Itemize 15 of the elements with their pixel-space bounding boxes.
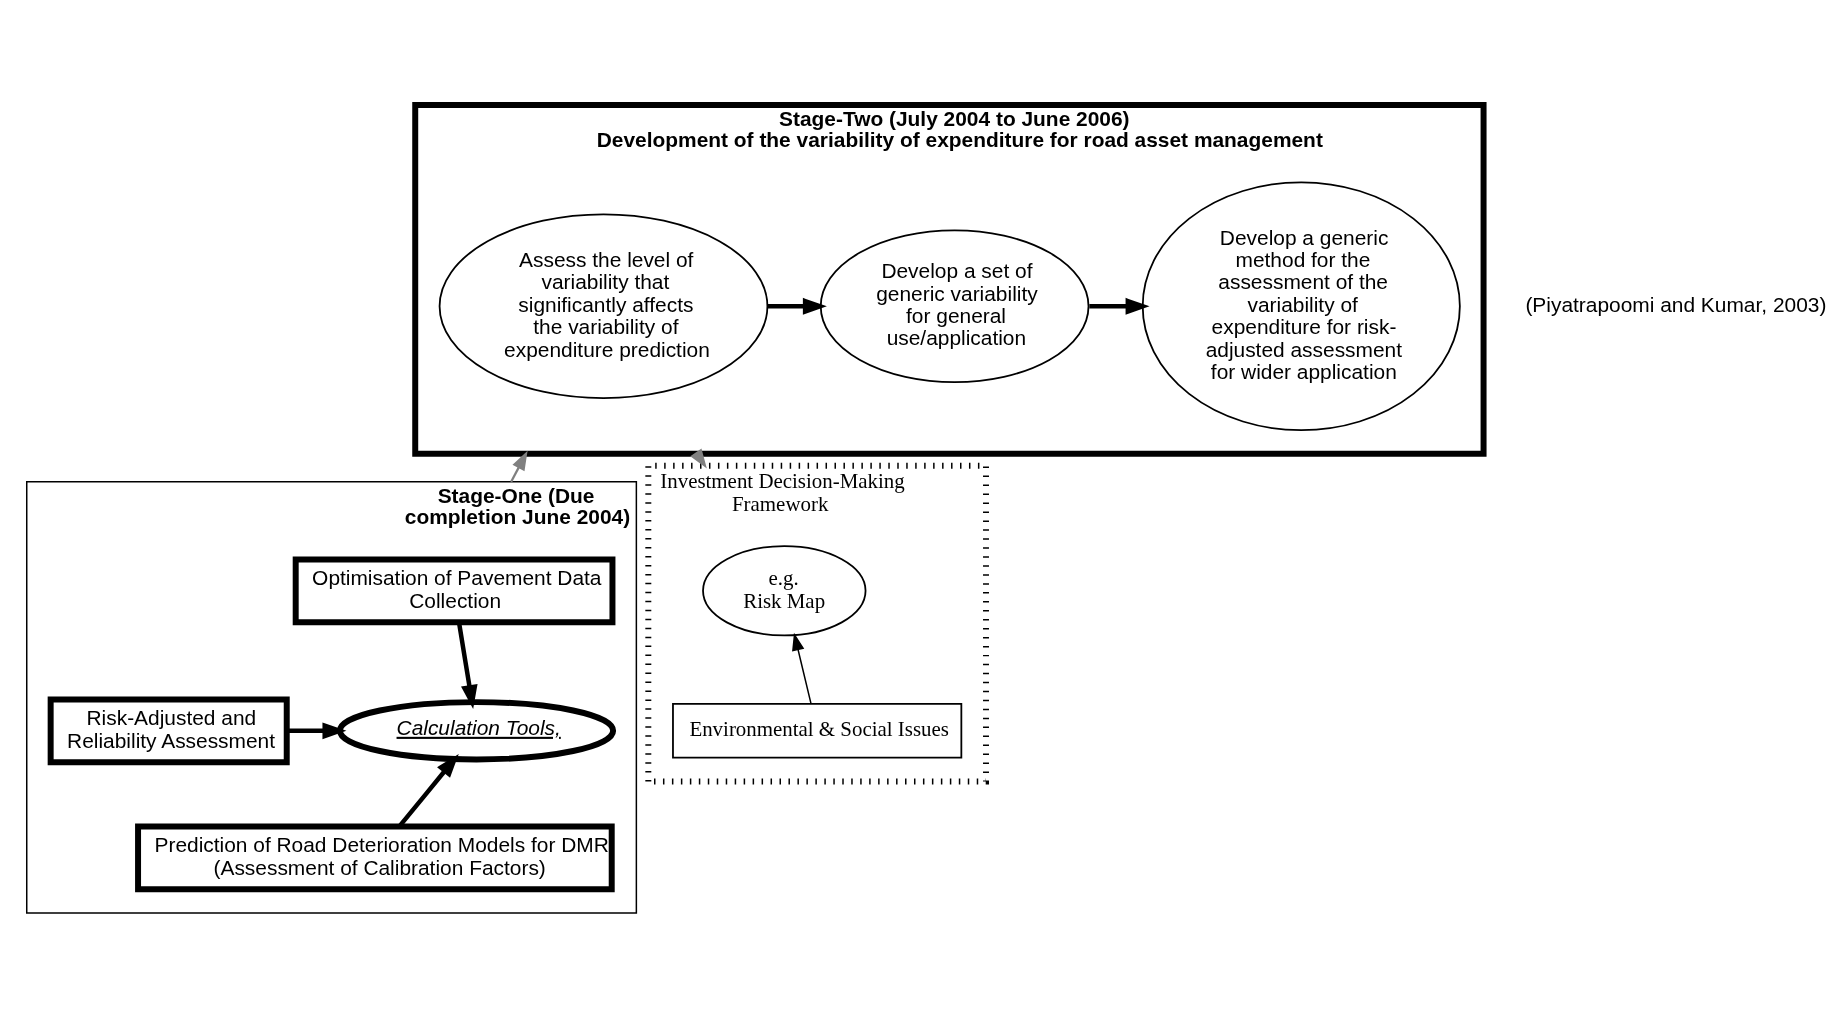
node-box: Environmental & Social Issues [672,702,963,759]
arrow [287,721,347,739]
node-box: Risk-Adjusted and Reliability Assessment [47,695,290,765]
node-ellipse: Develop a generic method for the assessment of the variability of expenditure for risk-adjusted assessment for wider application [1141,180,1461,431]
arrow [792,632,812,705]
node-ellipse: Calculation Tools, [336,698,617,762]
label: (Piyatrapoomi and Kumar, 2003) [1525,292,1827,316]
node-box: Optimisation of Pavement Data Collection [292,555,616,625]
node-ellipse: e.g. Risk Map [702,544,867,636]
node-box: Prediction of Road Deterioration Models for DMR (Assessment of Calibration Factors) [135,822,615,892]
arrow [510,450,528,482]
node-ellipse: Assess the level of variability that significantly affects the variability of expenditure prediction [438,212,769,399]
node-ellipse: Develop a set of generic variability for general use/application [819,228,1090,383]
arrow [767,297,827,315]
arrow [1089,297,1150,315]
